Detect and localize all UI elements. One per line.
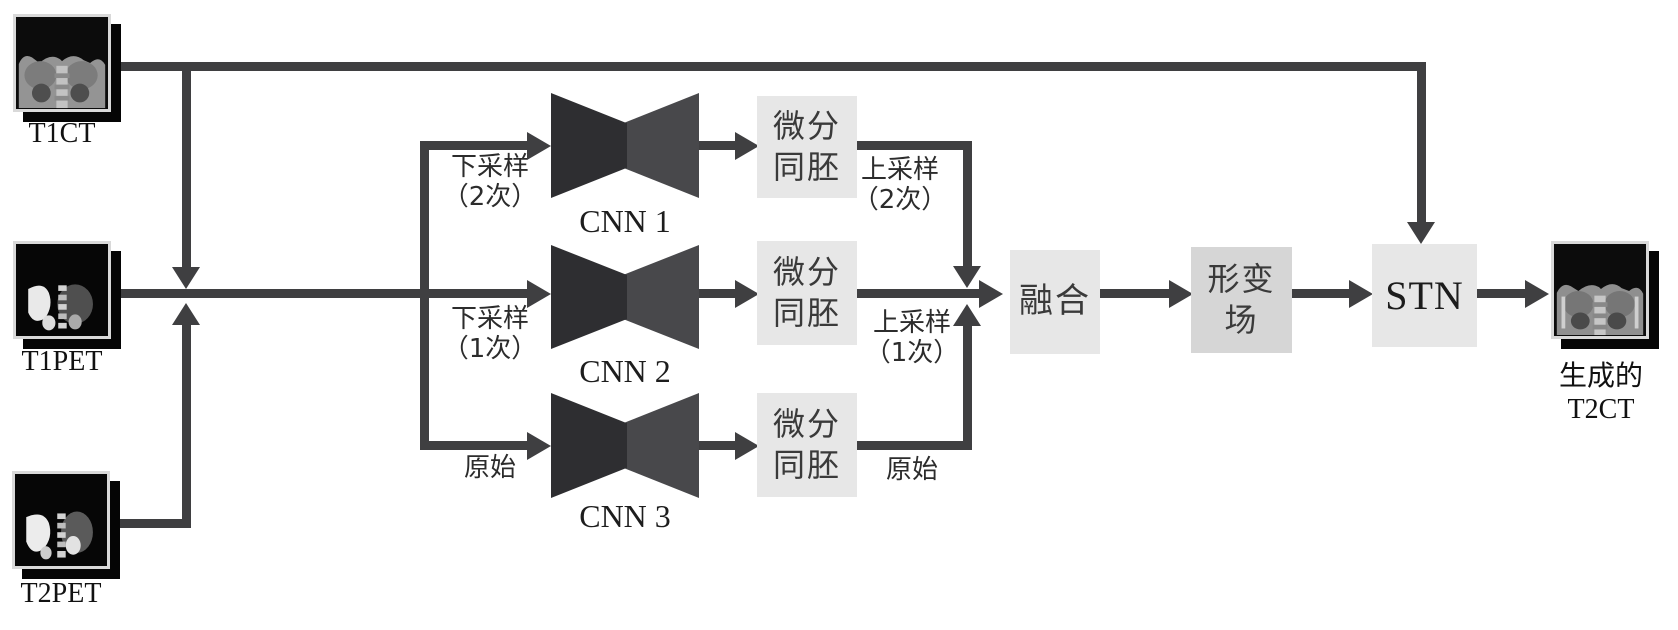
diffeo3-line1: 微分 xyxy=(772,405,841,444)
diffeo3-line2: 同胚 xyxy=(772,446,841,484)
t1ct-to-stn-line-vertical xyxy=(1417,62,1426,223)
diffeomorphic-box-1: 微分 同胚 xyxy=(757,96,857,198)
diffeo3-original-line-vertical xyxy=(963,325,972,450)
t2pet-line-horizontal xyxy=(110,519,191,528)
arrowhead-up-into-fusion-junction xyxy=(953,304,981,326)
upsample-1x-line2: （1次） xyxy=(864,338,960,368)
pet-scan-graphic xyxy=(16,244,108,336)
deformation-line2: 场 xyxy=(1224,301,1259,339)
stn-to-output-line xyxy=(1477,289,1525,298)
downsample-1x-label: 下采样 （1次） xyxy=(430,304,550,364)
t1ct-to-stn-line-horizontal xyxy=(110,62,1426,71)
arrowhead-into-diffeo3 xyxy=(735,432,759,460)
cnn3-output-line xyxy=(698,441,735,450)
generated-t2ct-label-line1: 生成的 xyxy=(1558,361,1643,392)
arrowhead-down-into-fusion-junction xyxy=(953,266,981,288)
cnn2-output-line xyxy=(698,289,735,298)
arrowhead-into-fusion xyxy=(979,280,1003,308)
diffeomorphic-box-3: 微分 同胚 xyxy=(757,393,857,497)
t1pet-main-line xyxy=(110,289,527,298)
branch-line-row1 xyxy=(420,141,527,150)
ct-scan-graphic xyxy=(16,17,108,109)
cnn1-label: CNN 1 xyxy=(579,203,671,239)
diffeo3-original-line-horizontal xyxy=(855,441,972,450)
arrowhead-into-output xyxy=(1525,280,1549,308)
branch-line-row3 xyxy=(420,441,527,450)
diffeo1-upsample-line-horizontal xyxy=(855,141,972,150)
upsample-2x-line1: 上采样 xyxy=(860,155,939,185)
cnn2-label: CNN 2 xyxy=(579,353,671,389)
diffeo1-line1: 微分 xyxy=(772,107,841,146)
t1pet-thumbnail xyxy=(13,241,121,349)
generated-t2ct-thumbnail xyxy=(1551,241,1659,349)
fusion-to-deformation-line xyxy=(1100,289,1169,298)
upsample-2x-line2: （2次） xyxy=(852,185,948,215)
generated-t2ct-image xyxy=(1551,241,1649,339)
ct-scan-graphic xyxy=(1554,244,1646,336)
t2pet-label: T2PET xyxy=(20,578,102,609)
fusion-label: 融合 xyxy=(1019,281,1091,322)
downsample-2x-line1: 下采样 xyxy=(450,152,529,182)
cnn2-hourglass-icon xyxy=(551,245,699,349)
diffeo1-upsample-line-vertical xyxy=(963,141,972,267)
upsample-1x-label: 上采样 （1次） xyxy=(852,308,972,368)
original-output-line1: 原始 xyxy=(885,455,938,485)
pet-scan-graphic xyxy=(15,474,107,566)
t1pet-label: T1PET xyxy=(21,346,103,377)
diffeo2-upsample-line xyxy=(855,289,979,298)
diffeomorphic-box-2: 微分 同胚 xyxy=(757,241,857,345)
t1ct-ct-image xyxy=(13,14,111,112)
arrowhead-into-cnn2 xyxy=(527,280,551,308)
t1pet-pet-image xyxy=(13,241,111,339)
downsample-1x-line1: 下采样 xyxy=(450,304,529,334)
deformation-field-box: 形变 场 xyxy=(1191,247,1292,353)
arrowhead-down-into-junction xyxy=(172,267,200,289)
stn-label: STN xyxy=(1385,272,1464,318)
downsample-2x-label: 下采样 （2次） xyxy=(430,152,550,212)
cnn3-label: CNN 3 xyxy=(579,498,671,534)
arrowhead-into-diffeo1 xyxy=(735,132,759,160)
arrowhead-into-cnn3 xyxy=(527,432,551,460)
t1ct-label: T1CT xyxy=(28,118,96,149)
cnn3-hourglass-icon xyxy=(551,393,699,498)
downsample-1x-line2: （1次） xyxy=(442,334,538,364)
generated-t2ct-label: 生成的 T2CT xyxy=(1541,354,1661,426)
t2pet-pet-image xyxy=(12,471,110,569)
original-input-label: 原始 xyxy=(430,453,550,483)
original-output-label: 原始 xyxy=(852,455,972,485)
arrowhead-into-deformation xyxy=(1169,280,1193,308)
downsample-2x-line2: （2次） xyxy=(442,182,538,212)
cnn1-hourglass-icon xyxy=(551,93,699,198)
fusion-box: 融合 xyxy=(1010,250,1100,354)
original-input-line1: 原始 xyxy=(463,453,516,483)
t1ct-branch-down-line xyxy=(182,62,191,268)
diffeo2-line2: 同胚 xyxy=(772,294,841,332)
t2pet-thumbnail xyxy=(12,471,120,579)
upsample-1x-line1: 上采样 xyxy=(872,308,951,338)
deformation-line1: 形变 xyxy=(1207,260,1276,299)
arrowhead-down-into-stn xyxy=(1407,222,1435,244)
arrowhead-into-diffeo2 xyxy=(735,280,759,308)
arrowhead-into-cnn1 xyxy=(527,132,551,160)
stn-box: STN xyxy=(1372,244,1477,347)
upsample-2x-label: 上采样 （2次） xyxy=(845,155,955,215)
t1ct-thumbnail xyxy=(13,14,121,122)
generated-t2ct-label-line2: T2CT xyxy=(1567,394,1635,425)
arrowhead-up-into-junction xyxy=(172,303,200,325)
scale-branch-vertical-line xyxy=(420,141,429,450)
cnn1-output-line xyxy=(698,141,735,150)
arrowhead-into-stn xyxy=(1349,280,1373,308)
diffeo1-line2: 同胚 xyxy=(772,148,841,186)
t2pet-line-vertical xyxy=(182,324,191,528)
deformation-to-stn-line xyxy=(1292,289,1349,298)
diffeo2-line1: 微分 xyxy=(772,253,841,292)
